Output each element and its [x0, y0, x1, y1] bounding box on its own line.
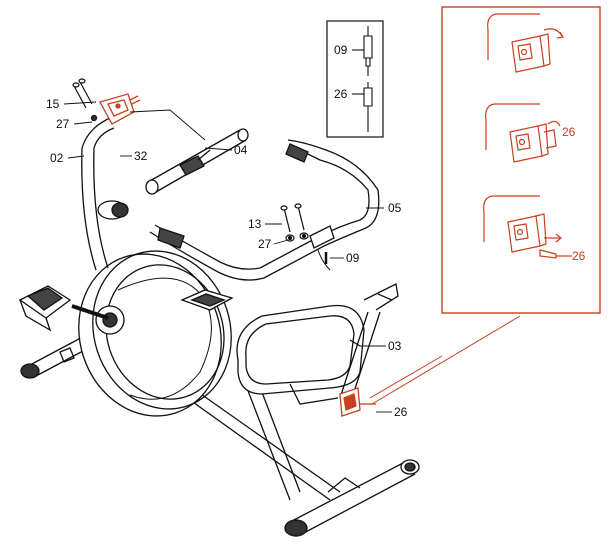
bolts-15 [72, 78, 98, 122]
front-post [81, 117, 129, 271]
front-handlebar [145, 128, 249, 195]
label-09-main: 09 [346, 251, 360, 265]
label-32: 32 [134, 149, 148, 163]
bolts-13 [280, 203, 309, 242]
label-04: 04 [234, 143, 248, 157]
step-2-illustration [485, 103, 561, 163]
label-02: 02 [50, 151, 64, 165]
leader-to-inset [369, 315, 521, 405]
label-15: 15 [46, 97, 60, 111]
label-05: 05 [388, 201, 402, 215]
cable-inset: 09 26 [326, 20, 384, 138]
cable-09 [317, 249, 331, 271]
label-27-mid: 27 [258, 237, 272, 251]
left-pedal [18, 285, 109, 332]
step-3-label-26: 26 [572, 249, 586, 263]
flywheel-housing [78, 250, 232, 417]
label-26-main: 26 [394, 405, 408, 419]
steps-inset: 26 26 [441, 6, 601, 314]
right-pedal [180, 289, 234, 311]
step-2-label-26: 26 [562, 125, 576, 139]
label-03: 03 [388, 339, 402, 353]
label-13: 13 [248, 217, 262, 231]
inset-label-26: 26 [334, 87, 348, 101]
step-3-illustration [483, 195, 572, 259]
label-27-left: 27 [56, 117, 70, 131]
inset-label-09: 09 [334, 43, 348, 57]
seat [236, 304, 365, 405]
seat-handlebar [149, 139, 380, 281]
step-1-illustration [487, 13, 564, 73]
leader-04 [129, 109, 233, 151]
connector-26-seat [339, 387, 376, 417]
leader-lines [63, 101, 392, 413]
seat-back-post [339, 283, 399, 399]
rear-stabilizer [284, 459, 420, 537]
